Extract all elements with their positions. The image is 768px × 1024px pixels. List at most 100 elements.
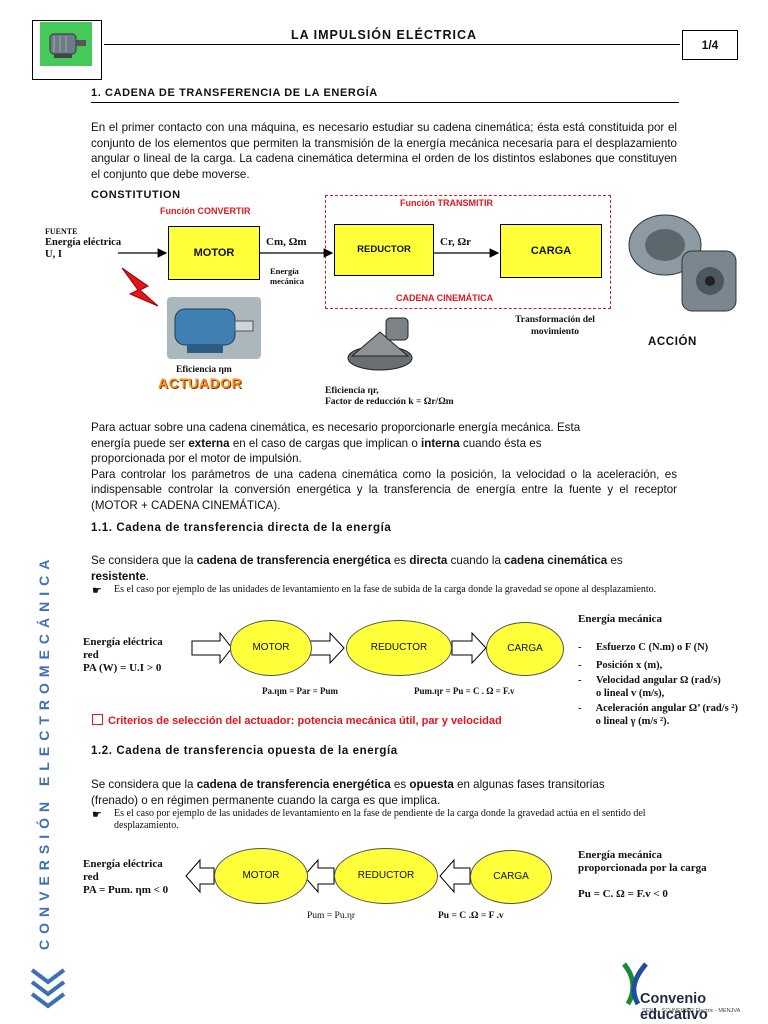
emphasis: directa: [409, 554, 448, 567]
factor-reduccion-label: Factor de reducción k = Ωr/Ωm: [325, 397, 454, 407]
opposite-left-1: Energía eléctrica: [83, 858, 163, 870]
sidebar-vertical: CONVERSIÓN ELECTROMECÁNICA: [36, 553, 58, 950]
interna-emphasis: interna: [421, 436, 460, 450]
accion-label: ACCIÓN: [648, 336, 697, 348]
footer-sub: SENA - SCHNEIDER Electric - MENJVA: [642, 1008, 741, 1014]
opposite-left-2: red: [83, 871, 99, 883]
note-bullet-icon: ☛: [92, 809, 102, 821]
text-run: (frenado) o en régimen permanente cuando…: [91, 793, 441, 807]
list-item-text: Esfuerzo C (N.m) o F (N): [596, 642, 709, 653]
chevron-down-icon: [30, 968, 66, 1009]
text-run: Se considera que la: [91, 778, 197, 791]
energia-electrica-label: Energía eléctrica: [45, 237, 122, 248]
direct-carga-node: CARGA: [486, 622, 564, 676]
direct-eq-1: Pa.ηm = Par = Pum: [262, 686, 338, 696]
criterios-line: Criterios de selección del actuador: pot…: [92, 714, 502, 727]
geared-motor-image: [620, 205, 750, 325]
list-item-text: Velocidad angular Ω (rad/s) o lineal v (…: [596, 675, 721, 699]
section-1-1-note: Es el caso por ejemplo de las unidades d…: [114, 584, 657, 595]
funcion-convertir-label: Función CONVERTIR: [160, 206, 251, 216]
convenio-logo-icon: [622, 962, 648, 1006]
emphasis: cadena de transferencia energética: [196, 778, 391, 791]
direct-left-2: red: [83, 649, 99, 661]
text-run: Se considera que la: [91, 554, 197, 567]
eficiencia-reductor-label: Eficiencia ηr,: [325, 386, 379, 396]
carga-box: CARGA: [500, 224, 602, 278]
text-run: energía puede ser: [91, 436, 189, 450]
opposite-eq-2: Pu = C .Ω = F .v: [438, 911, 504, 921]
paragraph-2-line-3: proporcionada por el motor de impulsión.: [91, 452, 302, 465]
paragraph-2-line-4: Para controlar los parámetros de una cad…: [91, 467, 677, 512]
paragraph-2: Para actuar sobre una cadena cinemática,…: [91, 420, 677, 513]
list-item: -Aceleración angular Ω’ (rad/s ²) o line…: [578, 703, 738, 727]
text-run: en el caso de cargas que implican o: [229, 436, 422, 450]
transformacion-label: Transformación del movimiento: [515, 315, 595, 337]
text-run: cuando ésta es: [459, 436, 542, 450]
externa-emphasis: externa: [188, 436, 230, 450]
text-run: es: [390, 778, 410, 791]
page-title: LA IMPULSIÓN ELÉCTRICA: [290, 28, 478, 42]
opposite-motor-node: MOTOR: [214, 848, 308, 904]
cadena-cinematica-label: CADENA CINEMÁTICA: [396, 293, 494, 303]
paragraph-2-line-2: energía puede ser externa en el caso de …: [91, 436, 677, 452]
ui-label: U, I: [45, 249, 62, 260]
list-item-text: Posición x (m),: [596, 659, 663, 671]
reductor-box: REDUCTOR: [334, 224, 434, 276]
direct-reductor-node: REDUCTOR: [346, 620, 452, 676]
text-run: .: [145, 569, 150, 583]
direct-left-3: PA (W) = U.I > 0: [83, 662, 162, 674]
cr-label: Cr, Ωr: [440, 236, 472, 248]
emphasis: resistente: [91, 569, 146, 583]
footer-brand: Convenio educativo: [640, 991, 708, 1023]
section-1-rule: [91, 102, 679, 103]
cm-label: Cm, Ωm: [266, 236, 307, 248]
opposite-eq-1: Pum = Pu.ηr: [307, 911, 356, 921]
section-1-title: 1. CADENA DE TRANSFERENCIA DE LA ENERGÍA: [91, 87, 378, 99]
opposite-left-3: PA = Pum. ηm < 0: [83, 884, 169, 896]
section-1-1-statement: Se considera que la cadena de transferen…: [91, 553, 677, 584]
list-item-text: Aceleración angular Ω’ (rad/s ²) o linea…: [595, 703, 738, 727]
direct-motor-node: MOTOR: [230, 620, 312, 676]
section-1-2-note: Es el caso por ejemplo de las unidades d…: [114, 808, 646, 831]
energia-mecanica-label: Energía mecánica: [270, 266, 304, 286]
fuente-label: FUENTE: [45, 227, 78, 236]
emphasis: cadena cinemática: [504, 554, 608, 567]
section-1-2-statement: Se considera que la cadena de transferen…: [91, 777, 677, 808]
section-1-1-title: 1.1. Cadena de transferencia directa de …: [91, 522, 392, 534]
section-1-paragraph: En el primer contacto con una máquina, e…: [91, 121, 677, 181]
text-run: es: [390, 554, 410, 567]
opposite-right-text: Energía mecánica proporcionada por la ca…: [578, 849, 707, 874]
criterios-text: Criterios de selección del actuador: pot…: [108, 715, 502, 727]
funcion-transmitir-label: Función TRANSMITIR: [400, 198, 493, 208]
opposite-carga-node: CARGA: [470, 850, 552, 904]
text-run: cuando la: [447, 554, 505, 567]
emphasis: cadena de transferencia energética: [196, 554, 391, 567]
opposite-reductor-node: REDUCTOR: [334, 848, 438, 904]
header-logo: [40, 22, 92, 66]
sidebar-text: CONVERSIÓN ELECTROMECÁNICA: [36, 553, 52, 950]
direct-eq-2: Pum.ηr = Pu = C . Ω = F.v: [414, 686, 515, 696]
motor-icon: [49, 33, 86, 58]
list-item: -Posición x (m),: [578, 659, 663, 671]
energia-mecanica-list: -Esfuerzo C (N.m) o F (N) -Posición x (m…: [578, 642, 738, 728]
text-run: es: [607, 554, 623, 567]
motor-photo: [167, 297, 261, 359]
note-bullet-icon: ☛: [92, 585, 102, 597]
direct-left-1: Energía eléctrica: [83, 636, 163, 648]
header-rule: [104, 44, 680, 45]
list-item: -Velocidad angular Ω (rad/s) o lineal v …: [578, 675, 738, 700]
opposite-right-eq: Pu = C. Ω = F.v < 0: [578, 888, 668, 900]
text-run: en algunas fases transitorias: [453, 778, 605, 791]
energia-mecanica-title: Energía mecánica: [578, 613, 663, 625]
motor-box: MOTOR: [168, 226, 260, 280]
lightning-icon: [121, 267, 159, 307]
section-1-2-title: 1.2. Cadena de transferencia opuesta de …: [91, 745, 398, 757]
page-number: 1/4: [682, 30, 738, 60]
constitution-title: CONSTITUTION: [91, 189, 181, 201]
bevel-gear-photo: [340, 312, 424, 378]
constitution-arrows: [118, 248, 500, 307]
list-item: -Esfuerzo C (N.m) o F (N): [578, 642, 709, 653]
actuador-label: ACTUADOR: [158, 375, 243, 391]
checkbox-icon: [92, 714, 103, 725]
